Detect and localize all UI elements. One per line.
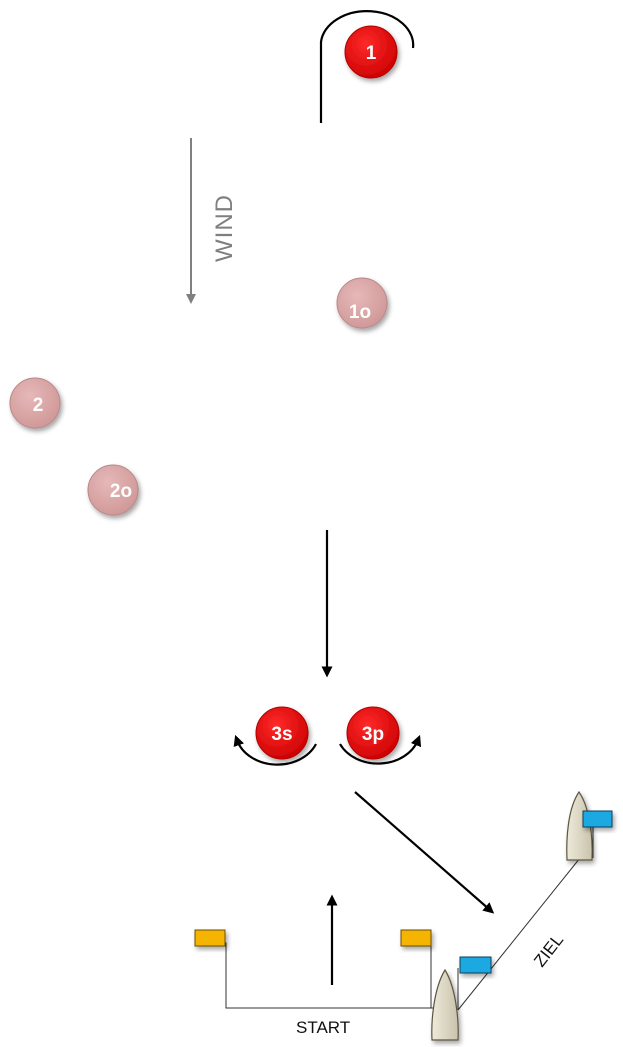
mark-2-label: 2 — [33, 395, 44, 416]
mark-2[interactable]: 2 — [9, 377, 61, 429]
wind-indicator: WIND — [186, 138, 238, 304]
mark-3s-rounding-arrow — [233, 734, 317, 766]
finish-approach-arrow — [354, 791, 495, 914]
mark-3p-rounding-arrow — [339, 734, 422, 765]
mark-2o-label: 2o — [110, 481, 132, 502]
mark-2o[interactable]: 2o — [87, 464, 139, 516]
start-line: START — [222, 942, 437, 1037]
mark-3s-label: 3s — [271, 724, 292, 745]
mark-1o[interactable]: 1o — [336, 277, 388, 329]
mark-1-rounding-arrow — [319, 10, 415, 123]
mark-1[interactable]: 1 — [344, 25, 398, 79]
finish-boat-flag — [582, 810, 613, 828]
start-line-label: START — [296, 1018, 350, 1037]
wind-label: WIND — [211, 194, 238, 262]
start-pin-flag — [194, 929, 226, 947]
finish-line-label: ZIEL — [530, 930, 567, 970]
finish-pin-flag — [459, 956, 492, 974]
mark-1o-label: 1o — [349, 302, 371, 323]
start-boat-flag — [400, 929, 432, 947]
committee-boat — [431, 968, 459, 1041]
mark-3p-label: 3p — [362, 724, 384, 745]
mark-3s[interactable]: 3s — [255, 706, 309, 760]
mark-3p[interactable]: 3p — [346, 706, 400, 760]
mark-1-label: 1 — [366, 43, 377, 64]
